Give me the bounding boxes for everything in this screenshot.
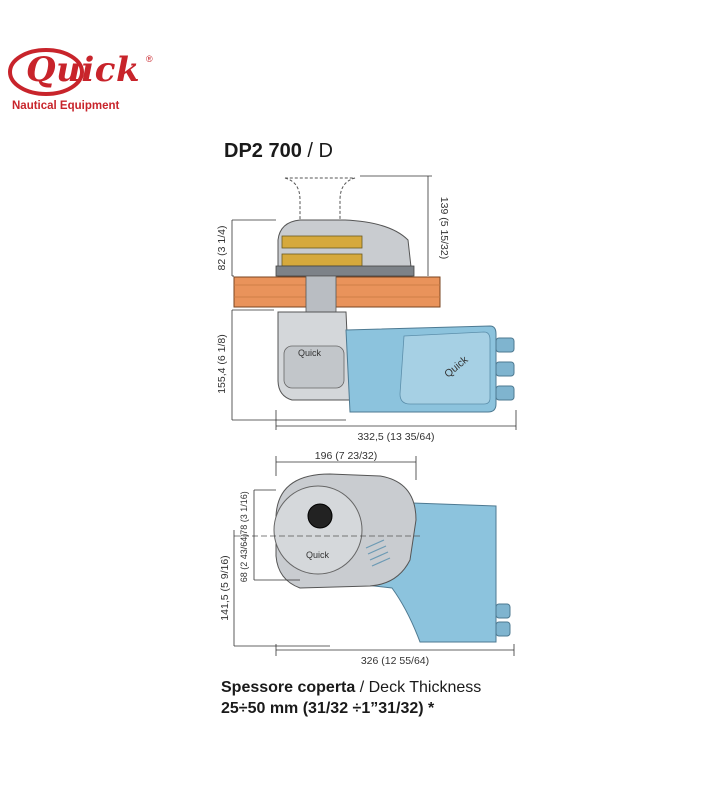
gearbox-logo-text: Quick — [298, 348, 322, 358]
caption-line-2: 25÷50 mm (31/32 ÷1”31/32) * — [221, 698, 481, 719]
model-separator: / — [301, 140, 319, 162]
dim-top-depth: 141,5 (5 9/16) — [219, 555, 231, 620]
caption-line-1: Spessore coperta / Deck Thickness — [221, 677, 481, 698]
motor-cover — [399, 331, 491, 405]
top-dimension-lines — [233, 456, 515, 656]
deck-thickness-caption: Spessore coperta / Deck Thickness 25÷50 … — [221, 677, 481, 719]
side-view: Quick Quick 139 (5 15/32) 82 (3 1/4) 155… — [216, 175, 517, 443]
logo-tagline: Nautical Equipment — [12, 100, 120, 112]
logo-swoosh-icon — [8, 48, 84, 96]
dim-overall-length-top: 326 (12 55/64) — [361, 655, 429, 667]
caption-range: 25÷50 mm (31/32 ÷1”31/32) * — [221, 700, 435, 717]
dashed-gypsy-outline — [284, 177, 356, 221]
model-variant: D — [318, 140, 333, 162]
gold-gypsy-band-lower — [281, 253, 363, 267]
dim-overall-length-side: 332,5 (13 35/64) — [357, 431, 434, 443]
dim-lower-height: 155,4 (6 1/8) — [216, 334, 228, 394]
top-cap-logo-text: Quick — [306, 550, 330, 560]
dim-top-width: 196 (7 23/32) — [315, 450, 377, 462]
caption-label-en: Deck Thickness — [368, 679, 482, 696]
grip-ridges — [365, 539, 391, 567]
shaft — [305, 275, 337, 313]
gold-gypsy-band-upper — [281, 235, 363, 249]
quick-logo: Quick ® Nautical Equipment — [6, 44, 156, 116]
dim-upper-height: 82 (3 1/4) — [216, 226, 228, 271]
caption-separator: / — [355, 679, 369, 696]
logo-registered-mark: ® — [146, 54, 153, 64]
model-title: DP2 700 / D — [224, 140, 333, 163]
top-cable-glands — [495, 603, 511, 637]
logo-wordmark: Quick — [26, 50, 141, 90]
dim-top-height: 139 (5 15/32) — [438, 197, 450, 259]
top-shaft-hole — [307, 503, 333, 529]
housing-base — [275, 265, 415, 277]
top-view: Quick 196 (7 23/32) 78 — [219, 450, 515, 667]
deck-board — [233, 276, 441, 308]
model-code: DP2 700 — [224, 140, 302, 162]
caption-label-it: Spessore coperta — [221, 679, 356, 696]
dim-lower-offset: 68 (2 43/64) — [239, 534, 249, 583]
dim-upper-offset: 78 (3 1/16) — [239, 491, 249, 535]
side-dimension-lines — [231, 175, 517, 430]
top-cap-disc — [273, 485, 363, 575]
cable-glands — [495, 337, 515, 401]
